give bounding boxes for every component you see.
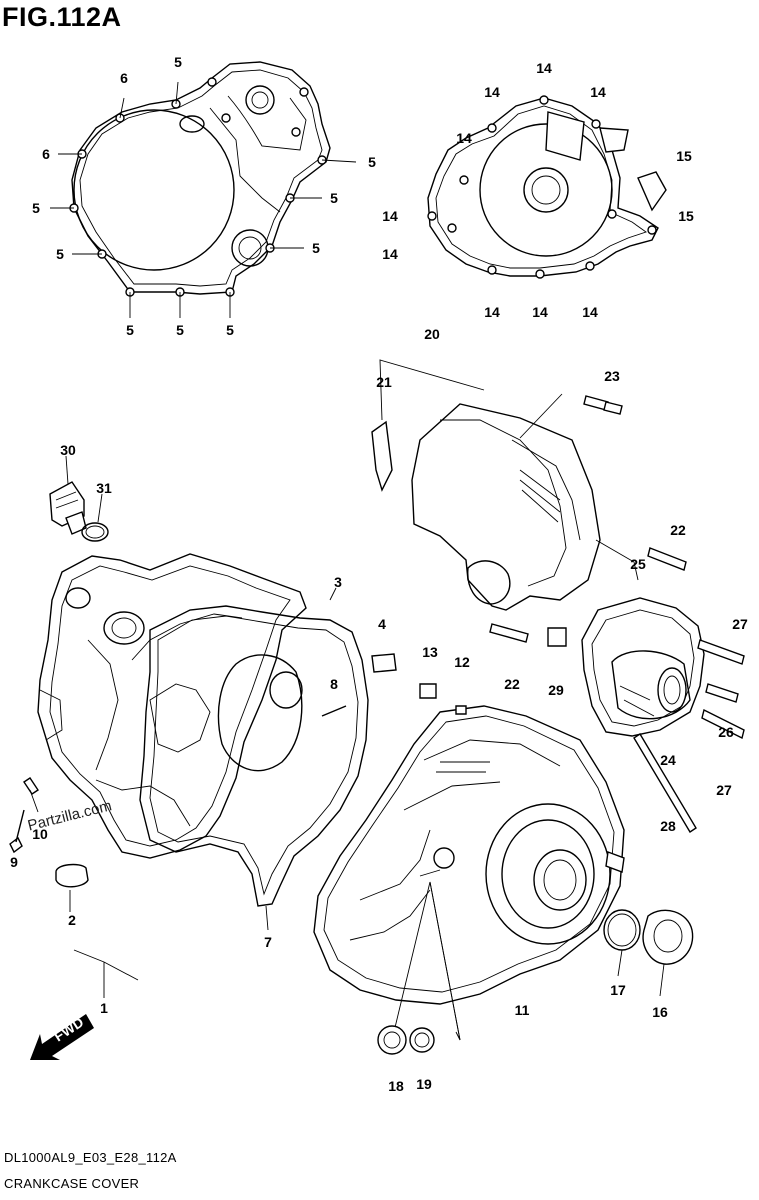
callout-label: 5 — [32, 200, 40, 216]
callout-label: 2 — [68, 912, 76, 928]
callout-label: 27 — [732, 616, 748, 632]
callout-label: 5 — [56, 246, 64, 262]
callout-label: 4 — [378, 616, 386, 632]
callout-label: 18 — [388, 1078, 404, 1094]
callout-label: 5 — [176, 322, 184, 338]
callout-label: 21 — [376, 374, 392, 390]
callout-label: 14 — [590, 84, 606, 100]
callout-label: 5 — [226, 322, 234, 338]
callout-label: 15 — [678, 208, 694, 224]
callout-label: 17 — [610, 982, 626, 998]
drain-plug — [377, 1025, 435, 1055]
callout-label: 5 — [312, 240, 320, 256]
callout-label: 12 — [454, 654, 470, 670]
callout-label: 23 — [604, 368, 620, 384]
callout-label: 14 — [382, 246, 398, 262]
callout-label: 3 — [334, 574, 342, 590]
callout-label: 14 — [536, 60, 552, 76]
crankcase — [9, 553, 307, 998]
callout-label: 16 — [652, 1004, 668, 1020]
callout-label: 14 — [484, 304, 500, 320]
callout-label: 19 — [416, 1076, 432, 1092]
callout-label: 14 — [382, 208, 398, 224]
callout-label: 7 — [264, 934, 272, 950]
callout-label: 14 — [532, 304, 548, 320]
callout-label: 22 — [670, 522, 686, 538]
inspection-plug — [603, 909, 694, 997]
callout-label: 26 — [718, 724, 734, 740]
callout-label: 5 — [368, 154, 376, 170]
callout-label: 14 — [582, 304, 598, 320]
callout-label: 6 — [120, 70, 128, 86]
fwd-arrow: FWD — [30, 1014, 94, 1060]
figure-code: DL1000AL9_E03_E28_112A — [4, 1150, 177, 1165]
callout-label: 15 — [676, 148, 692, 164]
callout-label: 31 — [96, 480, 112, 496]
generator-cover-gasket — [427, 95, 667, 279]
callout-label: 27 — [716, 782, 732, 798]
figure-caption: CRANKCASE COVER — [4, 1176, 140, 1191]
callout-label: 8 — [330, 676, 338, 692]
figure-title: FIG.112A — [2, 2, 122, 32]
clutch-cover — [313, 683, 625, 1041]
callout-label: 29 — [548, 682, 564, 698]
callout-label: 1 — [100, 1000, 108, 1016]
callout-label: 22 — [504, 676, 520, 692]
water-pump-cover — [489, 539, 745, 833]
callout-label: 20 — [424, 326, 440, 342]
callout-label: 28 — [660, 818, 676, 834]
callout-label: 10 — [32, 826, 48, 842]
callout-label: 5 — [330, 190, 338, 206]
callout-label: 11 — [514, 1002, 530, 1018]
callout-label: 9 — [10, 854, 18, 870]
callout-label: 5 — [174, 54, 182, 70]
callout-label: 25 — [630, 556, 646, 572]
clutch-cover-gasket — [50, 61, 357, 318]
callout-label: 6 — [42, 146, 50, 162]
callout-label: 30 — [60, 442, 76, 458]
callout-label: 24 — [660, 752, 676, 768]
crankcase-gasket — [139, 587, 397, 931]
callout-label: 14 — [484, 84, 500, 100]
oil-filler-cap — [49, 455, 109, 542]
callout-label: 13 — [422, 644, 438, 660]
callout-label: 5 — [126, 322, 134, 338]
callout-label: 14 — [456, 130, 472, 146]
generator-cover-guard — [371, 359, 623, 611]
